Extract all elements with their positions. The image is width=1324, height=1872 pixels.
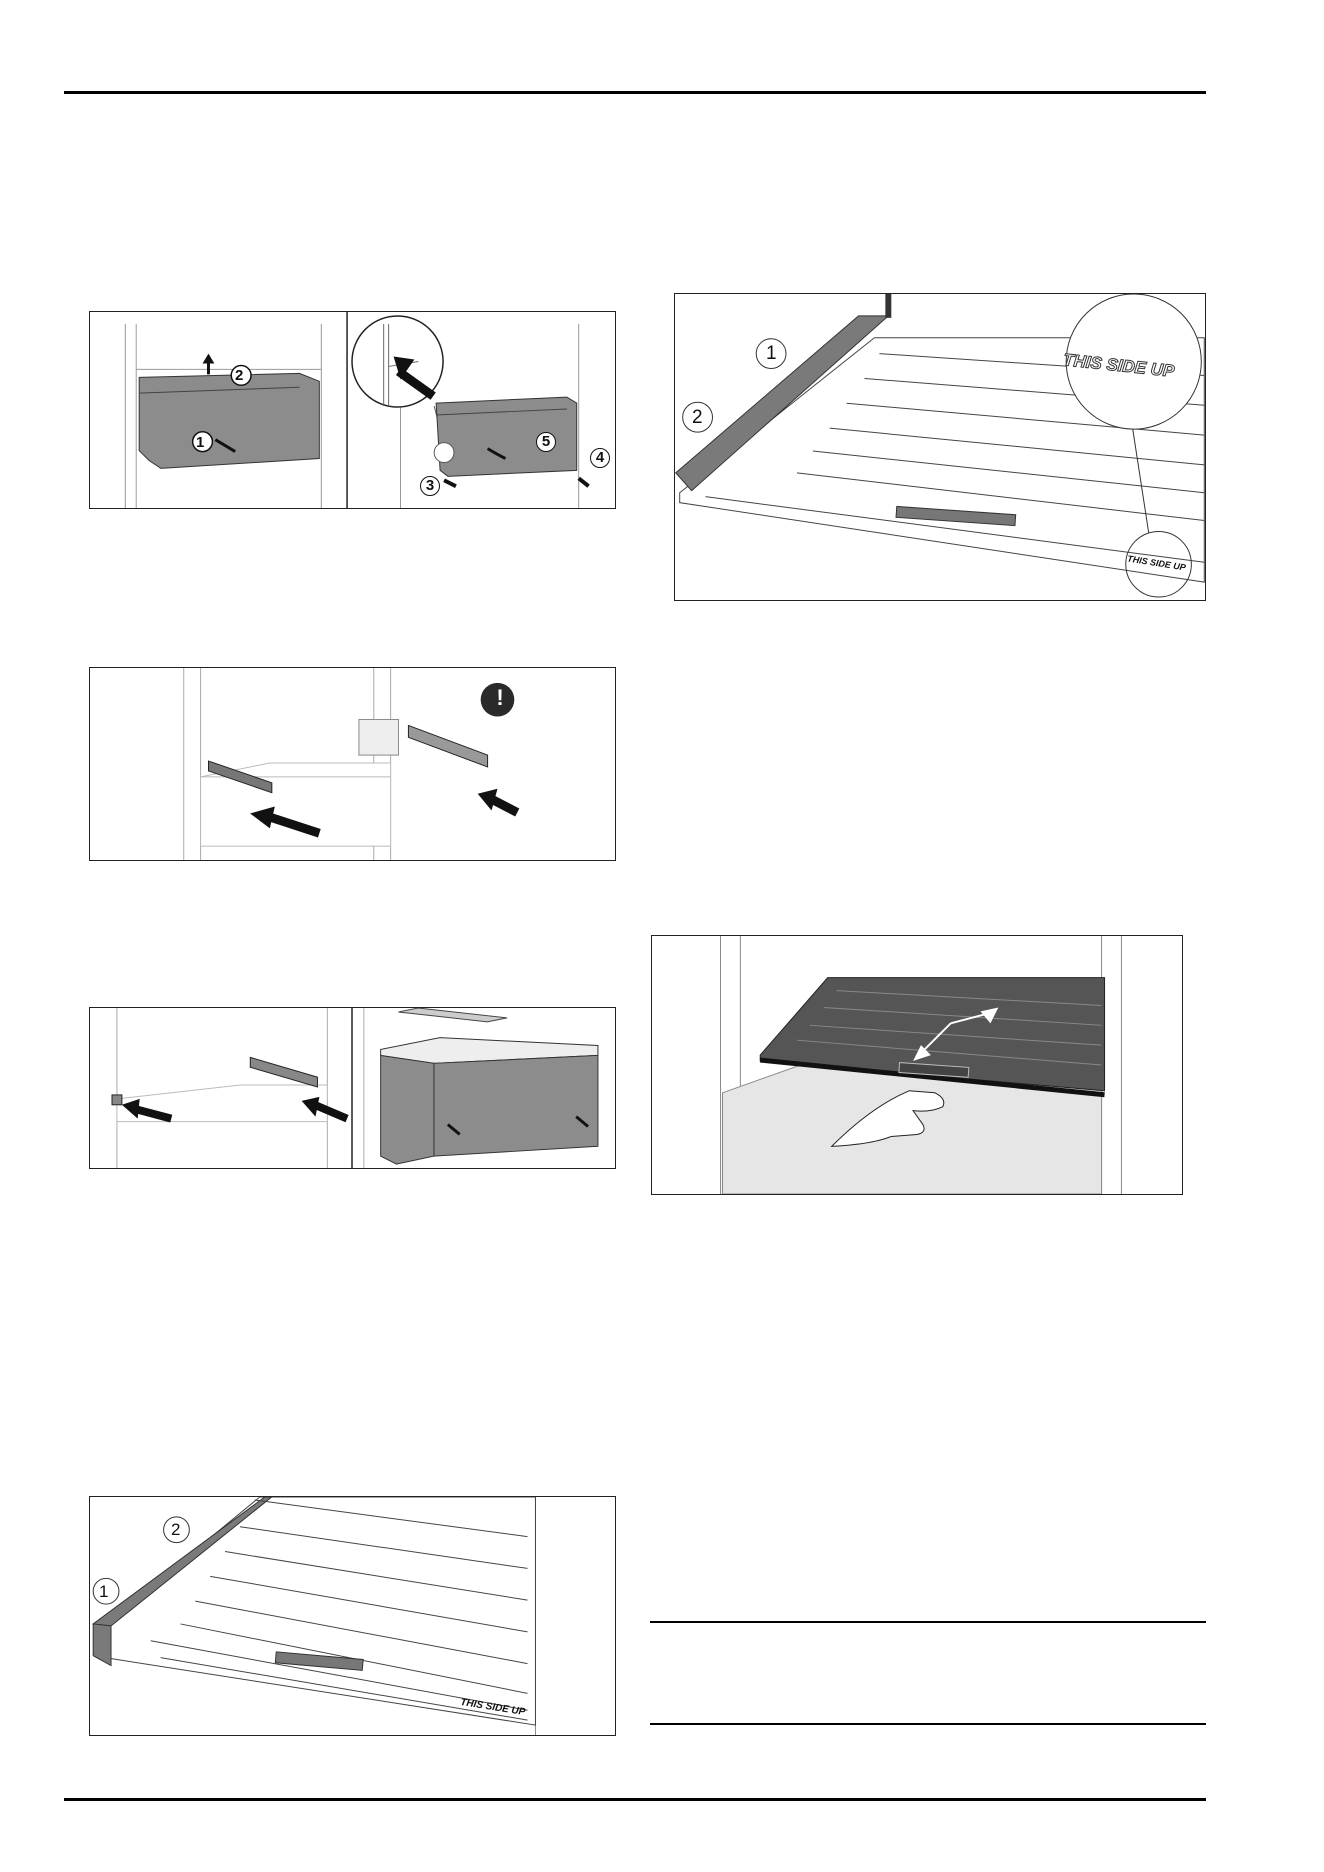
- top-rule: [64, 91, 1206, 94]
- warning-icon: !: [493, 685, 507, 711]
- note-bottom-rule: [650, 1723, 1206, 1725]
- note-top-rule: [650, 1621, 1206, 1623]
- figure-drawer-install: [89, 1007, 616, 1169]
- callout-5: 5: [536, 432, 556, 452]
- figure-cover-left: 1 2 THIS SIDE UP: [89, 1496, 616, 1736]
- callout-1: 1: [99, 1582, 108, 1602]
- figure-drawer-removal: 1 2 3 4 5: [89, 311, 616, 509]
- figure-rail-insert: !: [89, 667, 616, 861]
- cover-slide-illustration: [652, 936, 1182, 1194]
- callout-1: 1: [766, 343, 777, 365]
- callout-4: 4: [590, 448, 610, 468]
- figure-cover-slide: [651, 935, 1183, 1195]
- drawer-install-illustration: [90, 1008, 615, 1168]
- callout-2: 2: [235, 367, 243, 384]
- bottom-rule: [64, 1798, 1206, 1801]
- callout-1: 1: [196, 434, 204, 451]
- rail-insert-illustration: [90, 668, 615, 860]
- callout-3: 3: [420, 476, 440, 496]
- cover-right-illustration: [675, 294, 1205, 600]
- callout-2: 2: [692, 407, 703, 429]
- drawer-removal-illustration: [90, 312, 615, 508]
- cover-left-illustration: [90, 1497, 615, 1735]
- callout-2: 2: [171, 1520, 180, 1540]
- figure-cover-right: 1 2 THIS SIDE UP THIS SIDE UP: [674, 293, 1206, 601]
